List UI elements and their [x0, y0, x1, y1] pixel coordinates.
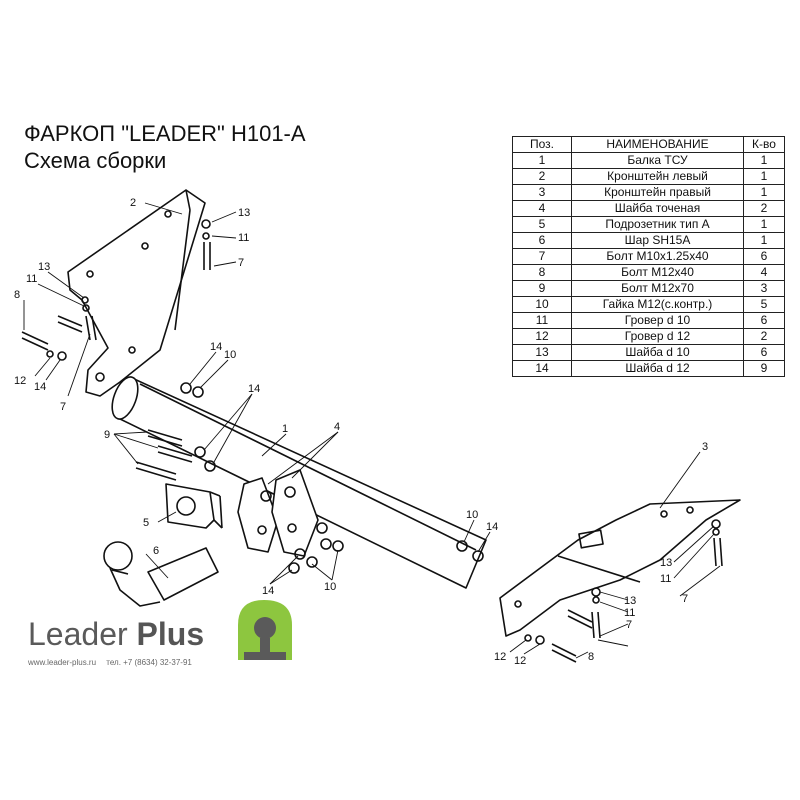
right-fasteners [551, 537, 723, 663]
callout-1: 1 [282, 423, 288, 435]
logo-base [244, 652, 286, 660]
callout-11: 11 [624, 607, 635, 619]
callout-10: 10 [224, 349, 236, 361]
callout-labels: 2 13 11 7 13 11 8 12 14 7 14 10 14 1 4 9… [14, 197, 708, 667]
document-title: ФАРКОП "LEADER" H101-A Схема сборки [24, 120, 306, 174]
parts-table-header: Поз. НАИМЕНОВАНИЕ К-во [512, 136, 785, 153]
callout-11: 11 [238, 232, 249, 244]
brand-contacts: www.leader-plus.ru тел. +7 (8634) 32-37-… [28, 658, 200, 667]
callout-14: 14 [248, 383, 260, 395]
title-line-1: ФАРКОП "LEADER" H101-A [24, 121, 306, 146]
brand-website: www.leader-plus.ru [28, 658, 97, 667]
callout-13: 13 [238, 207, 250, 219]
callout-3: 3 [702, 441, 708, 453]
callout-5: 5 [143, 517, 149, 529]
callout-11: 11 [26, 273, 37, 285]
callout-8: 8 [588, 651, 594, 663]
cell-name: Подрозетник тип А [571, 216, 744, 233]
logo-ball [254, 617, 276, 639]
tow-ball [103, 541, 219, 607]
cell-name: Кронштейн левый [571, 168, 744, 185]
callout-4: 4 [334, 421, 340, 433]
cell-name: Шар SH15A [571, 232, 744, 249]
callout-6: 6 [153, 545, 159, 557]
logo-neck [260, 638, 270, 652]
callout-12: 12 [514, 655, 526, 667]
cell-name: Гайка М12(с.контр.) [571, 296, 744, 313]
callout-11: 11 [660, 573, 671, 585]
header-position: Поз. [512, 136, 572, 153]
callout-14: 14 [34, 381, 46, 393]
callout-9: 9 [104, 429, 110, 441]
left-fasteners [21, 242, 211, 351]
callout-8: 8 [14, 289, 20, 301]
callout-2: 2 [130, 197, 136, 209]
callout-7: 7 [682, 593, 688, 605]
callout-10: 10 [324, 581, 336, 593]
left-bracket [67, 189, 206, 397]
brand-name-bold: Plus [136, 616, 205, 652]
brand-phone: тел. +7 (8634) 32-37-91 [106, 658, 192, 667]
brand-logo: Leader Plus [28, 616, 204, 653]
callout-13: 13 [660, 557, 672, 569]
callout-14: 14 [210, 341, 222, 353]
cell-position: 11 [512, 312, 572, 329]
right-bracket [499, 499, 741, 637]
tow-ball-logo-icon [238, 600, 292, 660]
washers-and-nuts [46, 219, 721, 645]
cell-position: 14 [512, 360, 572, 377]
callout-10: 10 [466, 509, 478, 521]
callout-14: 12 [494, 651, 506, 663]
title-line-2: Схема сборки [24, 148, 167, 173]
leader-lines [23, 202, 721, 659]
cell-quantity: 9 [743, 360, 785, 377]
socket-plate [165, 483, 223, 529]
bolts-m12x70 [135, 429, 193, 481]
callout-7: 7 [626, 619, 632, 631]
cell-quantity: 1 [743, 216, 785, 233]
callout-14: 14 [486, 521, 498, 533]
callout-14: 14 [262, 585, 274, 597]
brand-name: Leader [28, 616, 128, 652]
cell-name: Болт М12х70 [571, 280, 744, 297]
callout-12: 12 [14, 375, 26, 387]
callout-13: 13 [38, 261, 50, 273]
callout-13: 13 [624, 595, 636, 607]
cell-name: Шайба точеная [571, 200, 744, 217]
callout-7: 7 [60, 401, 66, 413]
callout-7: 7 [238, 257, 244, 269]
